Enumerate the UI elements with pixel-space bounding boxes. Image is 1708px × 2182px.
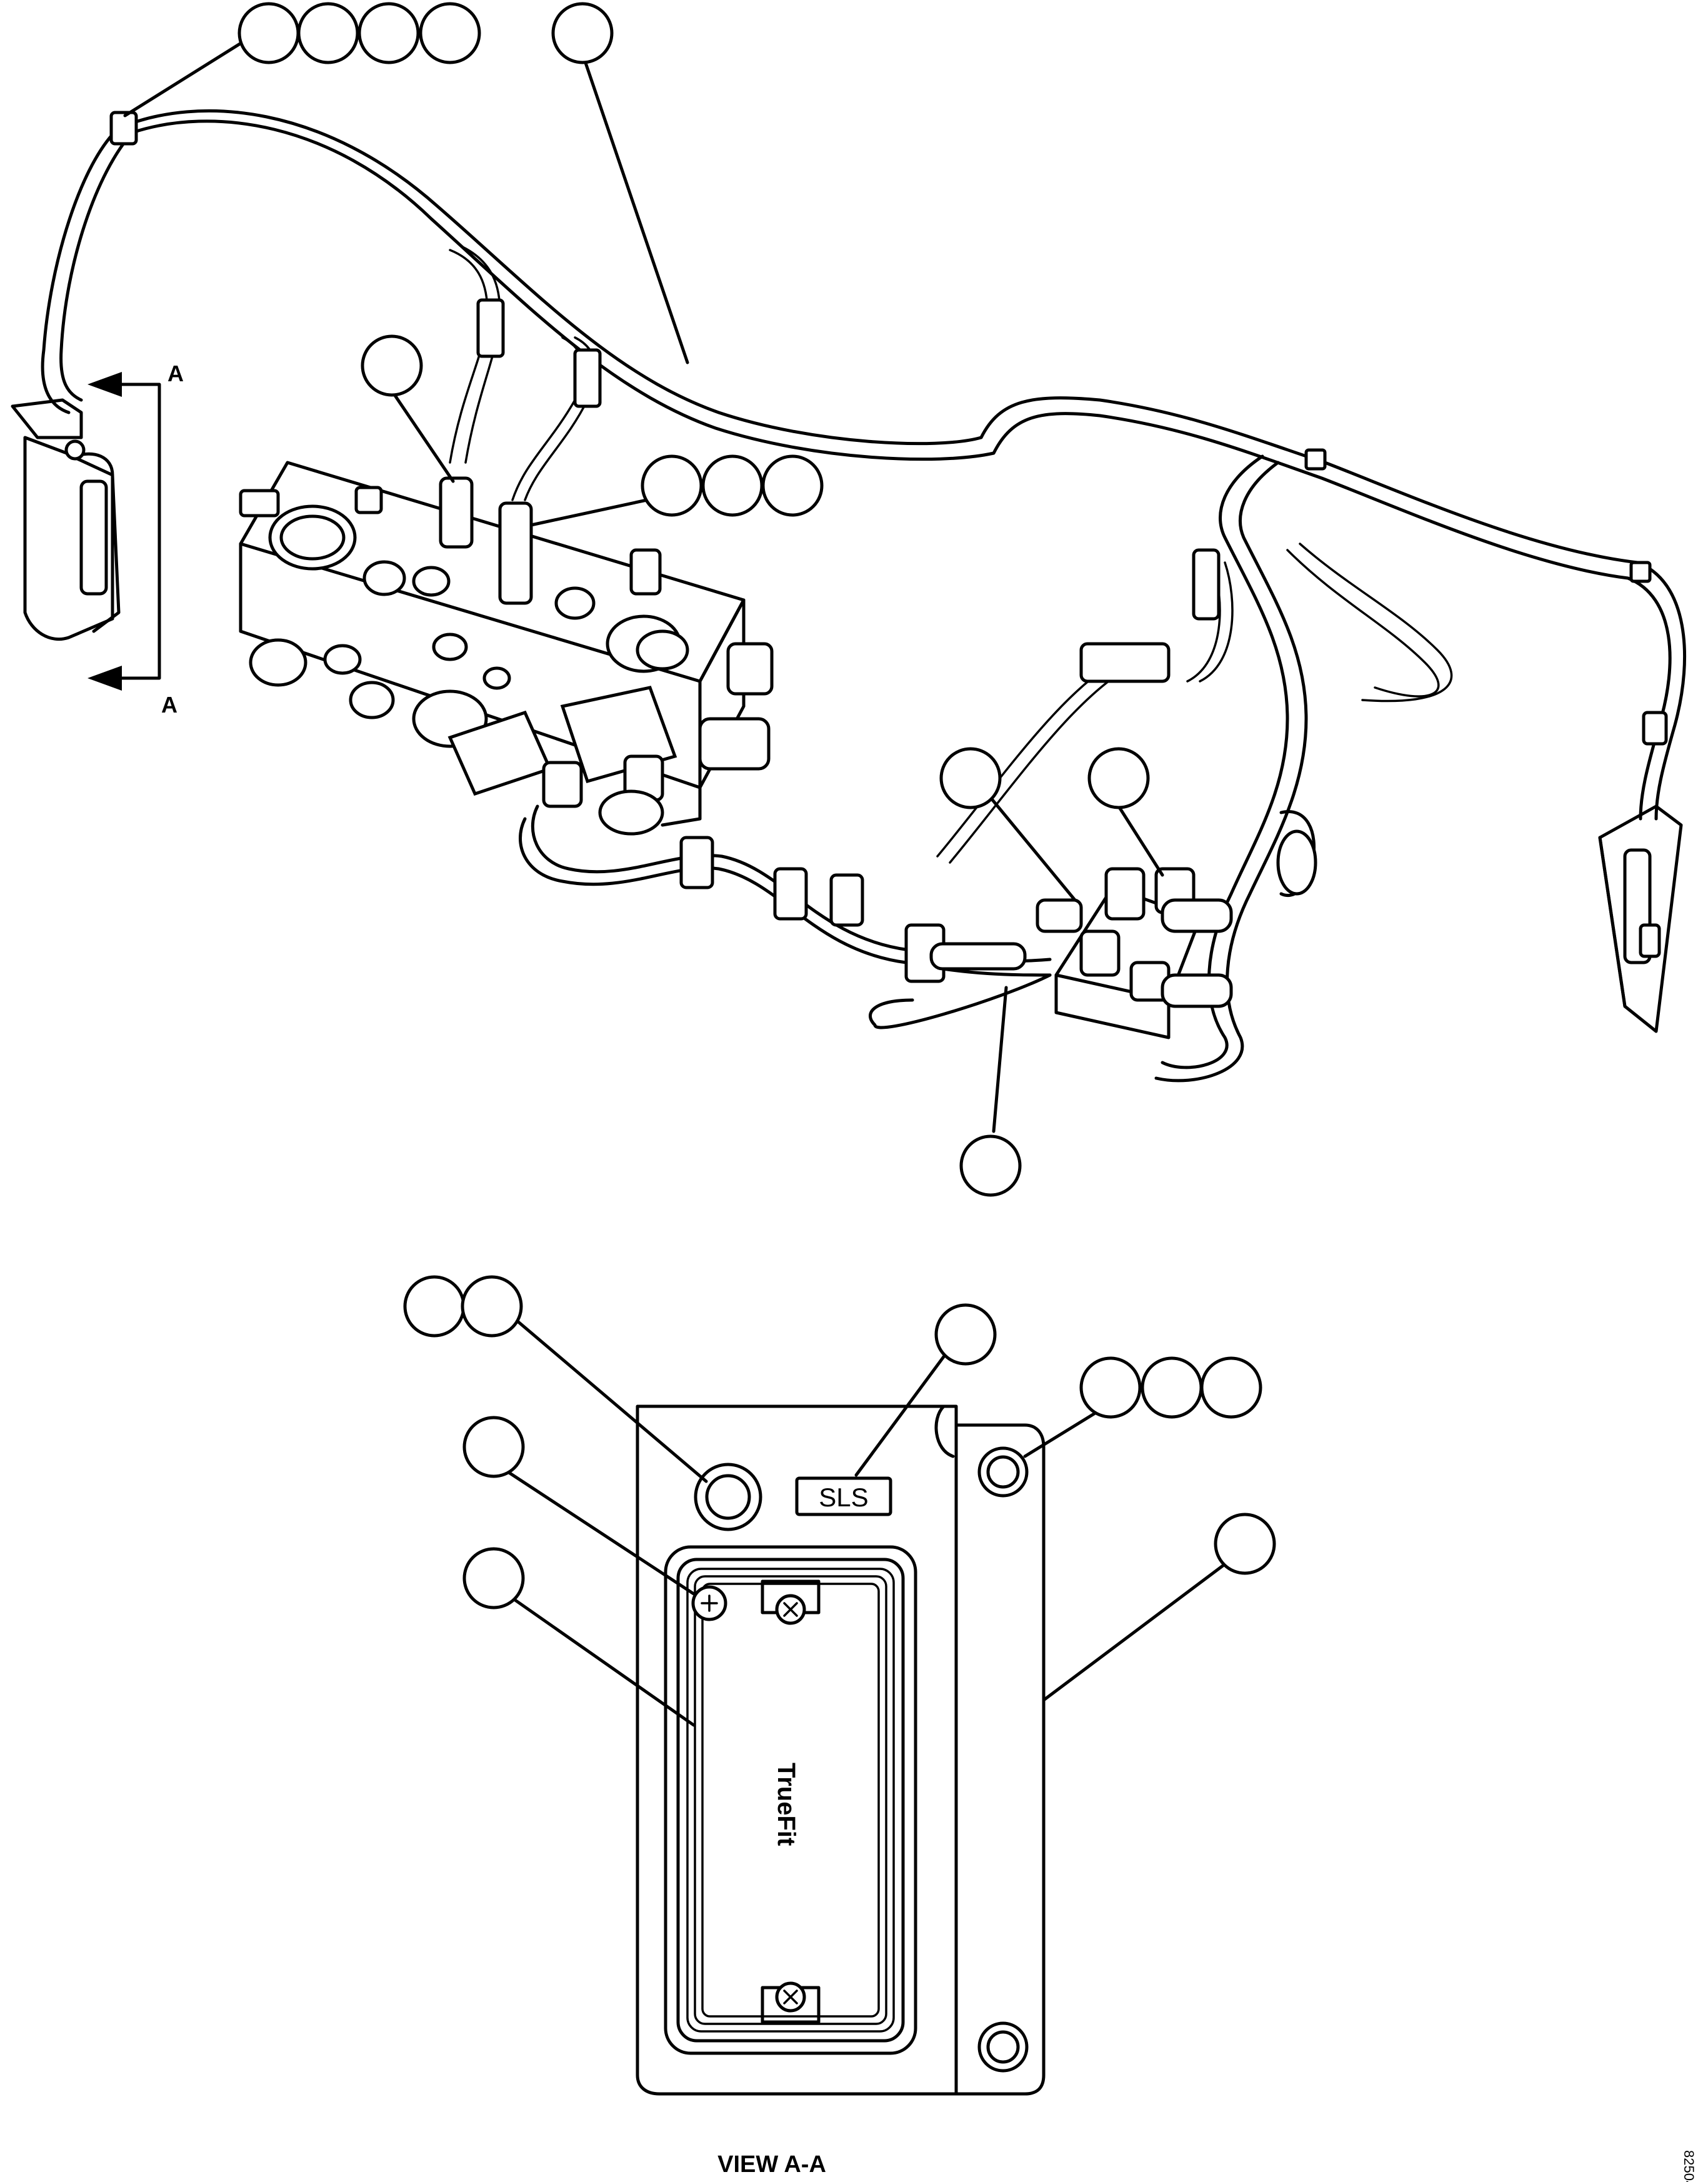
right-light-housing [1598,804,1683,1033]
strain-relief-boot [1276,810,1317,897]
small-valve-assembly [929,867,1233,1039]
callout-bubble [361,334,423,397]
view-aa-housing: SLS TrueFit [636,1404,1046,2096]
view-caption: VIEW A-A [717,2151,826,2178]
leader-lines-upper [123,36,1164,1133]
callout-bubble [701,454,764,517]
callout-bubble [237,2,300,64]
callout-bubble [551,2,614,64]
callout-bubble [761,454,824,517]
callout-bubble [419,2,481,64]
callout-bubble [1141,1356,1203,1419]
callout-bubble [1214,1513,1276,1575]
callout-bubble [297,2,359,64]
callout-bubble [934,1303,997,1366]
callout-bubble [403,1275,466,1338]
callout-bubble [462,1416,525,1478]
drawing-number: 82504 [1681,2150,1697,2182]
callout-bubble [461,1275,523,1338]
harness-connectors [109,111,1668,983]
callout-bubble [462,1547,525,1609]
brand-logo: TrueFit [772,1763,800,1846]
callout-bubble [959,1134,1022,1197]
section-arrows: A A [87,361,184,718]
callout-bubbles-view [403,1275,1276,1609]
callout-bubble [1200,1356,1262,1419]
sls-decal [795,1476,892,1516]
main-wire-harness [41,109,1687,1083]
valve-block [239,461,774,836]
callout-bubble [357,2,420,64]
section-label-top: A [167,361,184,386]
callout-bubble [641,454,703,517]
section-label-bottom: A [161,692,177,718]
callout-bubble [1087,747,1150,809]
callout-bubble [1079,1356,1142,1419]
callout-bubble [939,747,1002,809]
left-light-housing [11,398,121,641]
sls-decal-text: SLS [819,1483,868,1512]
callout-bubbles-upper [237,2,1150,1197]
